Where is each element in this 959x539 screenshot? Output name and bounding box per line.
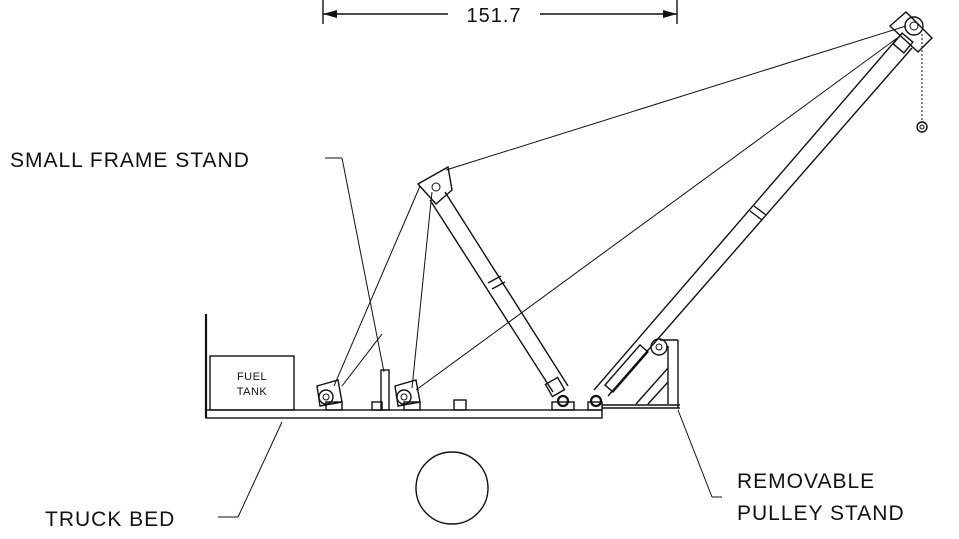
winch-right bbox=[394, 379, 421, 407]
label-pulley-stand: PULLEY STAND bbox=[737, 502, 905, 525]
fuel-tank: FUEL TANK bbox=[209, 355, 295, 411]
label-truck-bed: TRUCK BED bbox=[45, 508, 175, 531]
label-small-frame-stand: SMALL FRAME STAND bbox=[10, 149, 250, 172]
label-removable: REMOVABLE bbox=[737, 470, 875, 493]
cables bbox=[333, 25, 907, 391]
wheel bbox=[415, 451, 489, 525]
removable-pulley-stand bbox=[635, 338, 679, 408]
small-frame-stand bbox=[380, 369, 390, 411]
left-boom bbox=[416, 165, 570, 408]
dimension-value: 151.7 bbox=[466, 5, 521, 27]
right-boom bbox=[589, 11, 933, 408]
dimension-line: 151.7 bbox=[322, 0, 678, 27]
leader-lines bbox=[218, 157, 722, 518]
bed-fittings bbox=[325, 399, 603, 411]
tank-label: TANK bbox=[237, 386, 268, 398]
fuel-label: FUEL bbox=[237, 371, 267, 383]
truck-bed bbox=[204, 314, 680, 419]
winch-left bbox=[316, 379, 343, 407]
